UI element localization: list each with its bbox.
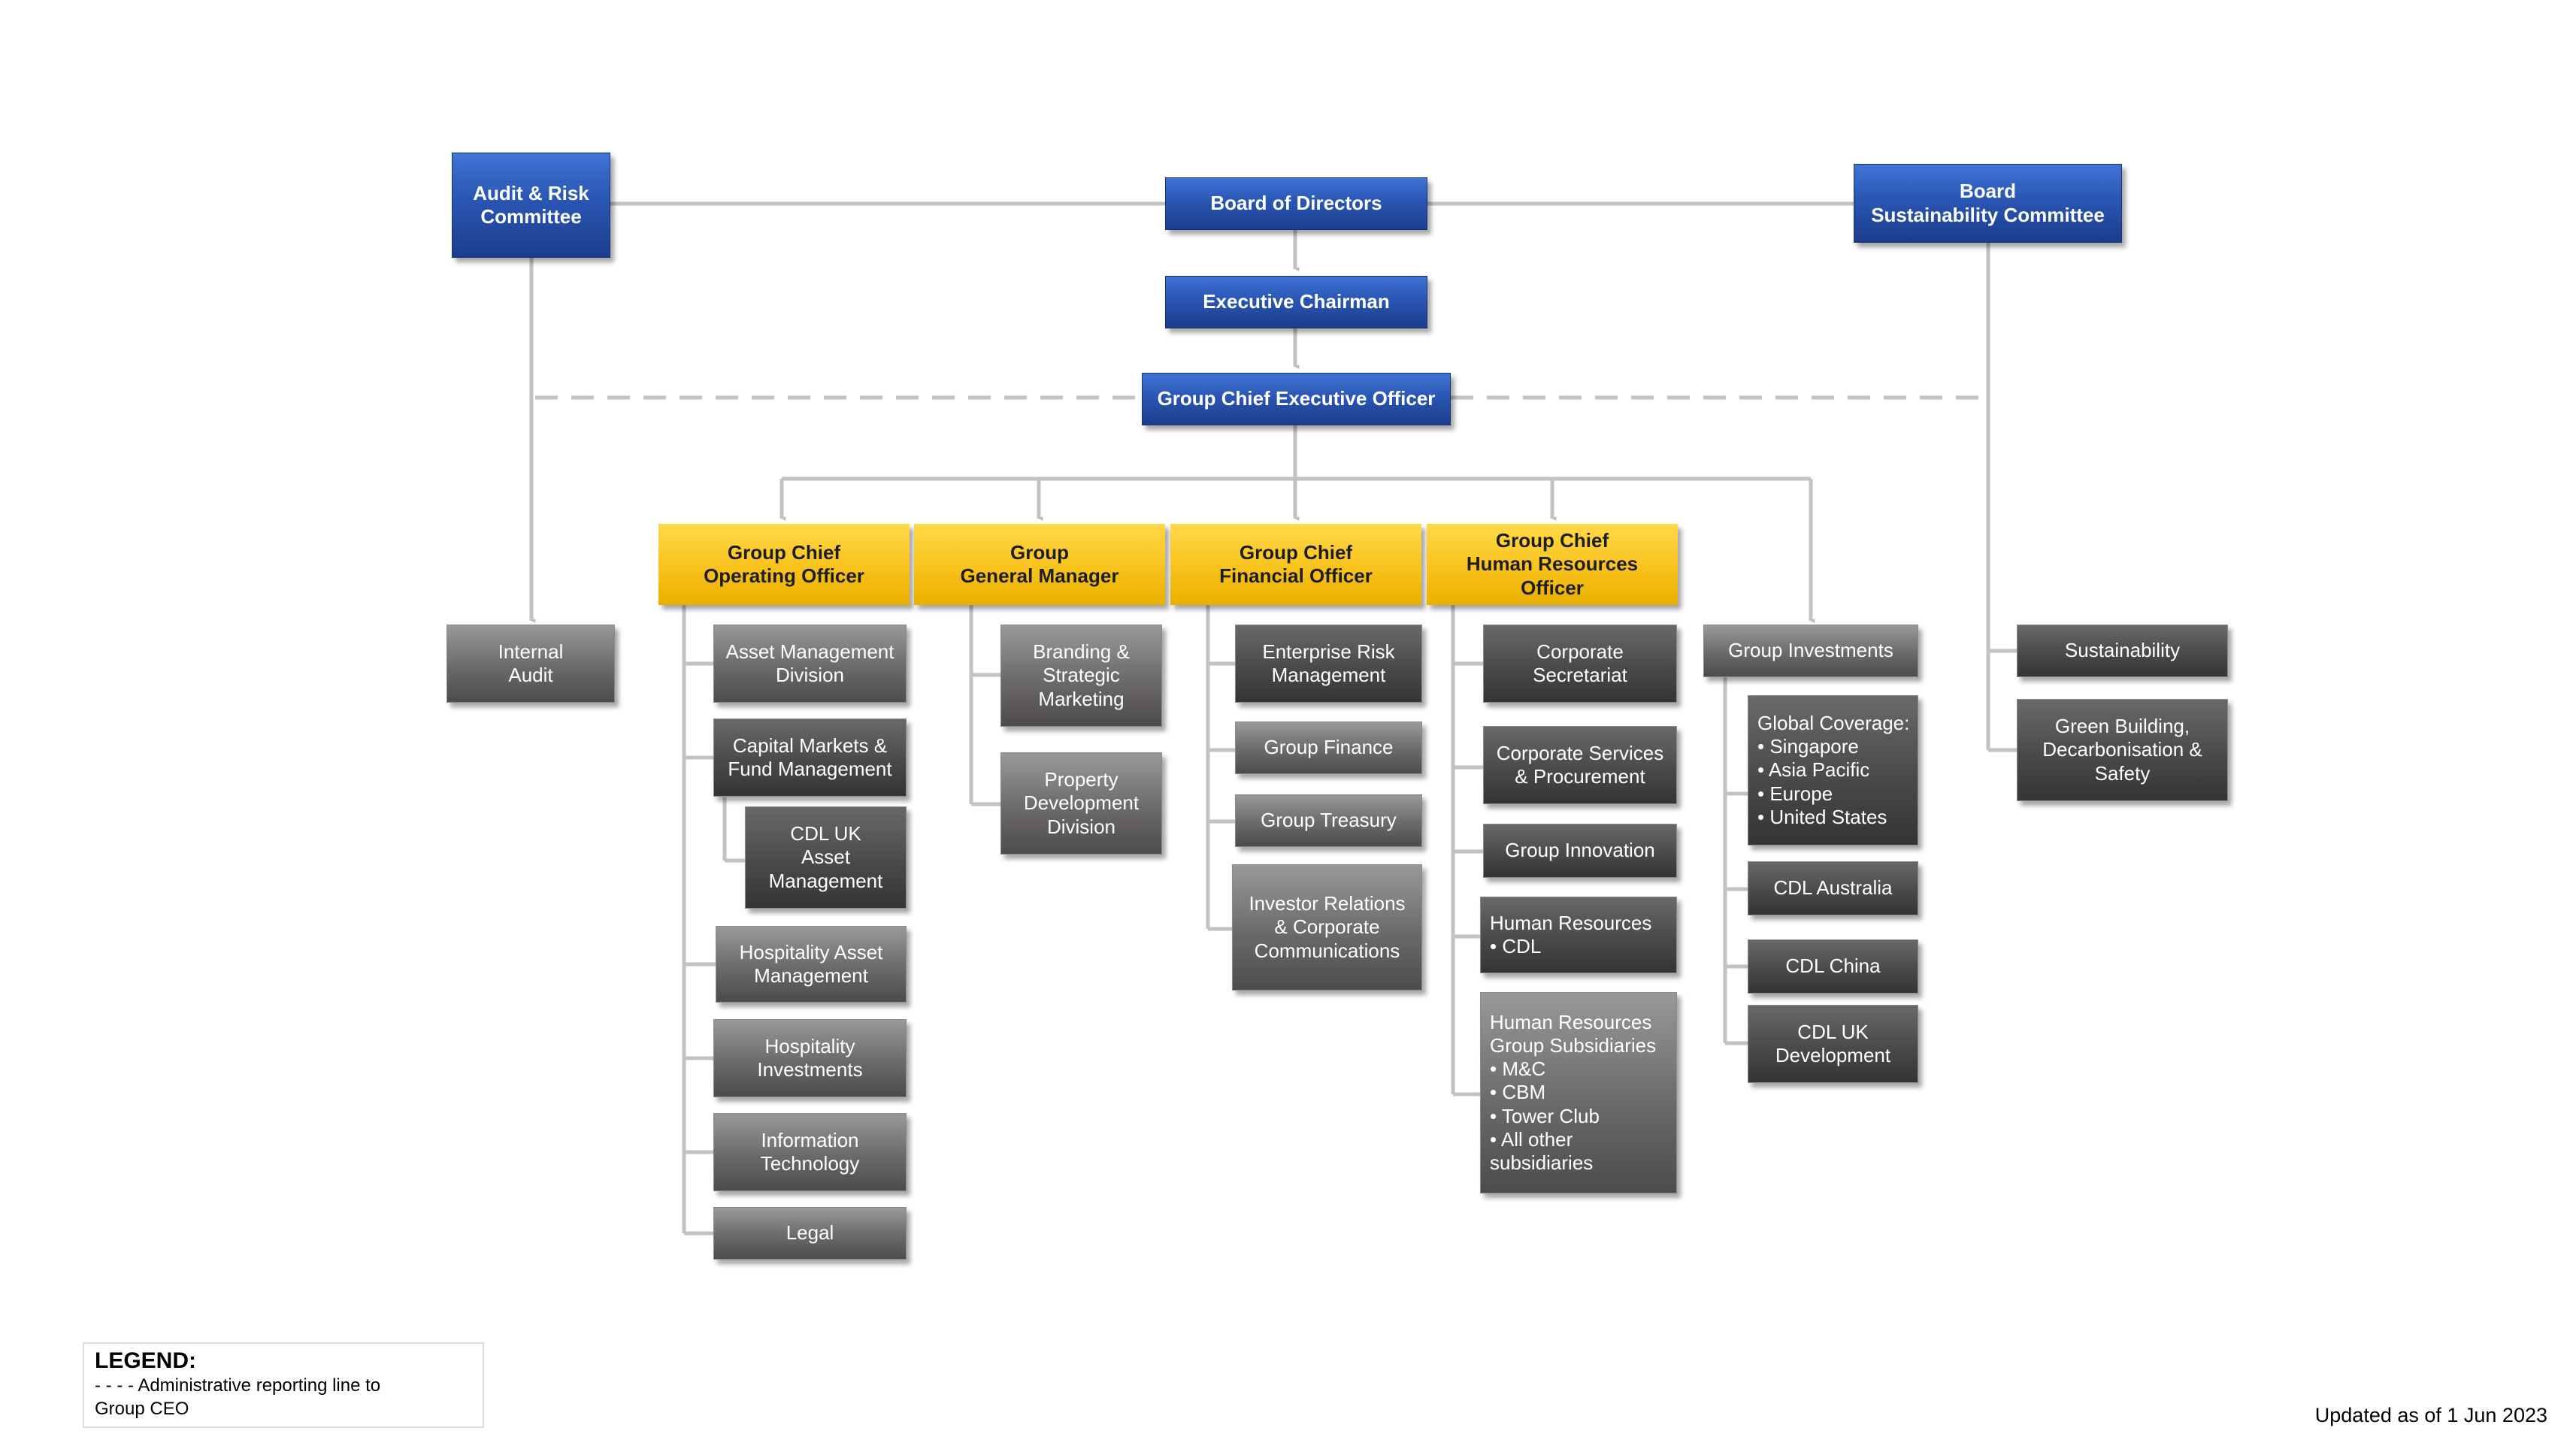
cdl-australia: CDL Australia <box>1748 861 1918 915</box>
group-investments: Group Investments <box>1703 625 1918 677</box>
investor-relations-corporate-communications: Investor Relations & Corporate Communica… <box>1232 864 1422 991</box>
information-technology: Information Technology <box>713 1113 907 1191</box>
hr-group-subsidiaries: Human Resources Group Subsidiaries • M&C… <box>1480 992 1677 1193</box>
enterprise-risk-management: Enterprise Risk Management <box>1235 625 1422 703</box>
hr-cdl: Human Resources • CDL <box>1480 897 1677 973</box>
cdl-uk-development: CDL UK Development <box>1748 1005 1918 1083</box>
board-of-directors: Board of Directors <box>1165 177 1427 230</box>
group-cfo: Group Chief Financial Officer <box>1170 524 1421 605</box>
global-coverage: Global Coverage: • Singapore • Asia Paci… <box>1748 695 1918 846</box>
audit-risk-committee: Audit & Risk Committee <box>452 153 610 258</box>
sustainability: Sustainability <box>2017 625 2228 677</box>
hospitality-asset-management: Hospitality Asset Management <box>716 926 907 1003</box>
green-building: Green Building, Decarbonisation & Safety <box>2017 699 2228 801</box>
asset-management-division: Asset Management Division <box>713 625 907 703</box>
updated-date: Updated as of 1 Jun 2023 <box>2314 1404 2547 1426</box>
executive-chairman: Executive Chairman <box>1165 276 1427 328</box>
property-development-division: Property Development Division <box>1000 752 1162 855</box>
group-general-manager: Group General Manager <box>914 524 1165 605</box>
corporate-secretariat: Corporate Secretariat <box>1483 625 1677 703</box>
group-finance: Group Finance <box>1235 721 1422 774</box>
legend: LEGEND: - - - - Administrative reporting… <box>83 1342 484 1428</box>
capital-markets-fund-management: Capital Markets & Fund Management <box>713 718 907 797</box>
branding-strategic-marketing: Branding & Strategic Marketing <box>1000 625 1162 727</box>
legend-text: - - - - Administrative reporting line to… <box>95 1375 381 1419</box>
group-treasury: Group Treasury <box>1235 794 1422 847</box>
cdl-china: CDL China <box>1748 939 1918 994</box>
legal: Legal <box>713 1207 907 1260</box>
group-ceo: Group Chief Executive Officer <box>1142 373 1451 425</box>
corporate-services-procurement: Corporate Services & Procurement <box>1483 726 1677 804</box>
group-innovation: Group Innovation <box>1483 824 1677 878</box>
legend-title: LEGEND: <box>95 1348 196 1373</box>
hospitality-investments: Hospitality Investments <box>713 1019 907 1097</box>
board-sustainability-committee: Board Sustainability Committee <box>1854 164 2122 243</box>
internal-audit: Internal Audit <box>446 625 615 703</box>
group-chro: Group Chief Human Resources Officer <box>1427 524 1678 605</box>
cdl-uk-asset-management: CDL UK Asset Management <box>745 806 907 909</box>
group-coo: Group Chief Operating Officer <box>658 524 910 605</box>
